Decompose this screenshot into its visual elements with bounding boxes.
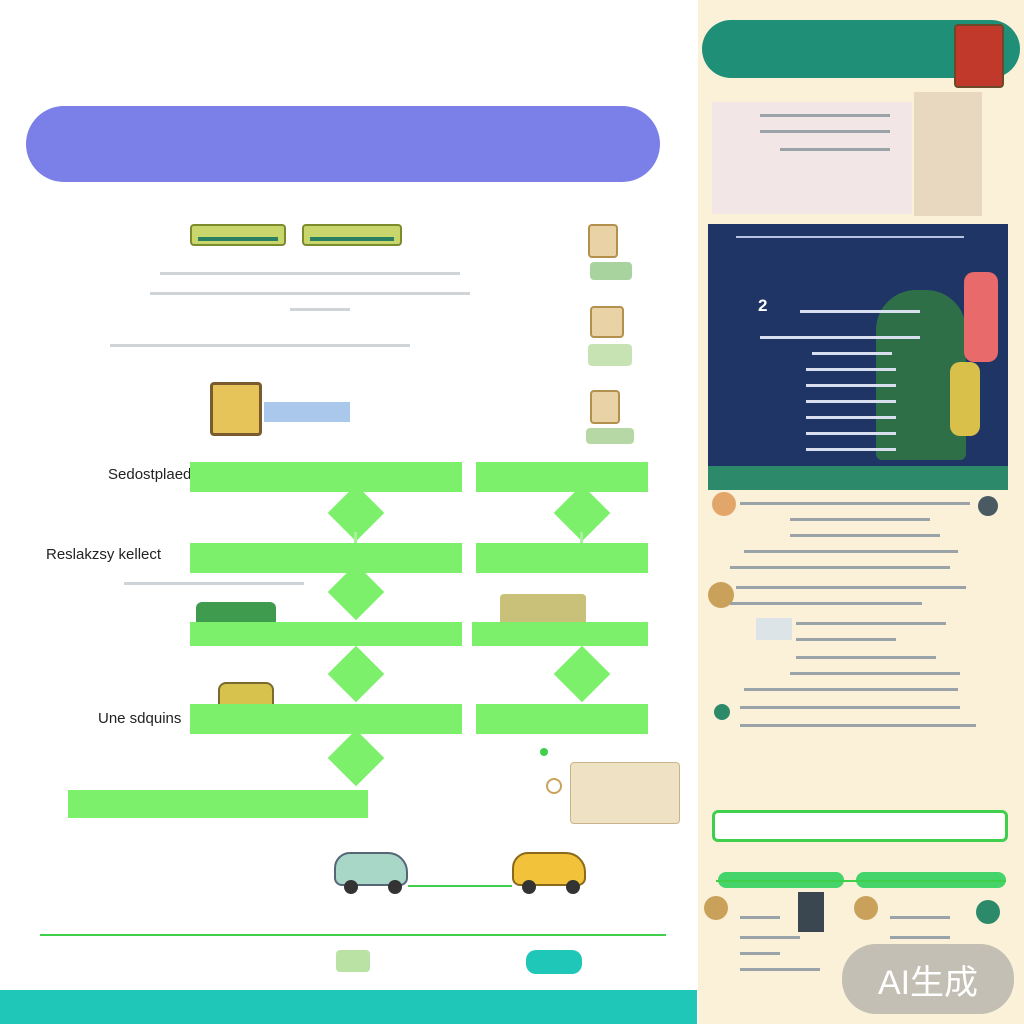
dot-marker [540,748,548,756]
flow-step-bar [190,704,462,734]
book-thumbnail [588,224,618,258]
flow-step-bar [476,704,648,734]
bookshelf-illustration [954,24,1004,88]
avatar-icon [704,896,728,920]
text-placeholder-line [790,518,930,521]
flow-step-label: Une sdquins [98,710,182,727]
leaf-icon [336,950,370,972]
text-placeholder-line [796,656,936,659]
people-illustration [712,102,912,214]
wheel-icon [522,880,536,894]
flow-step-bar [476,543,648,573]
sidebar-cta-button[interactable] [712,810,1008,842]
text-placeholder-line [780,148,890,151]
text-placeholder-line [806,384,896,387]
window-illustration [210,382,262,436]
text-placeholder-line [744,688,958,691]
book-thumbnail [588,344,632,366]
text-placeholder-line [790,672,960,675]
text-placeholder-line [806,448,896,451]
sidebar-divider [716,880,1006,882]
flow-decision-diamond [553,645,611,703]
text-placeholder-line [760,114,890,117]
text-placeholder-line [740,706,960,709]
text-placeholder-line [736,586,966,589]
text-placeholder-line [806,368,896,371]
flow-step-label: Reslakzsy kellect [46,546,162,563]
final-step-bar [68,790,368,818]
wheel-icon [388,880,402,894]
flow-step-bar [472,622,648,646]
text-placeholder-line [740,968,820,971]
text-placeholder-line [740,952,780,955]
text-placeholder-line [806,432,896,435]
text-placeholder-line [740,936,800,939]
book-thumbnail [586,428,634,444]
text-placeholder-line [740,724,976,727]
text-placeholder-line [760,130,890,133]
text-placeholder-line [740,916,780,919]
logo-mark [526,950,582,974]
shop-illustration [914,92,982,216]
book-thumbnail [590,306,624,338]
avatar-icon [712,492,736,516]
text-placeholder-line [796,638,896,641]
tag-illustration-left [190,224,286,246]
text-placeholder-line [796,622,946,625]
tag-illustration-right [302,224,402,246]
text-placeholder-line [110,344,410,347]
text-placeholder-line [800,310,920,313]
person-icon [798,892,824,932]
route-line [408,885,512,887]
flow-step-bar [190,462,462,492]
footer-bar [0,990,697,1024]
wheel-icon [344,880,358,894]
text-placeholder-line [124,582,304,585]
document-thumbnail [570,762,680,824]
ring-marker [546,778,562,794]
flow-step-bar [476,462,648,492]
pin-icon [978,496,998,516]
text-placeholder-line [730,602,922,605]
leaf-icon [714,704,730,720]
text-placeholder-line [740,502,970,505]
panel-breadcrumb-line [736,236,964,238]
flow-decision-diamond [327,645,385,703]
bottom-divider [40,934,666,936]
globe-icon [976,900,1000,924]
text-placeholder-line [760,336,920,339]
text-placeholder-line [150,292,470,295]
screen-icon [756,618,792,640]
ai-generated-badge-text: AI生成 [877,963,979,1002]
panel-number: 2 [758,296,768,315]
text-placeholder-line [890,916,950,919]
text-placeholder-line [730,566,950,569]
text-placeholder-line [790,534,940,537]
flow-connector [580,532,583,546]
headline-banner [26,106,660,182]
text-placeholder-line [290,308,350,311]
avatar-icon [708,582,734,608]
flow-step-bar [190,622,462,646]
desk-illustration [264,402,350,422]
book-thumbnail [590,390,620,424]
text-placeholder-line [806,416,896,419]
flow-step-bar [190,543,462,573]
text-placeholder-line [812,352,892,355]
person-illustration [964,272,998,362]
text-placeholder-line [806,400,896,403]
book-thumbnail [590,262,632,280]
avatar-icon [854,896,878,920]
text-placeholder-line [890,936,950,939]
child-illustration [950,362,980,436]
flow-connector [354,532,357,546]
text-placeholder-line [160,272,460,275]
panel-footer [708,466,1008,490]
wheel-icon [566,880,580,894]
flow-decision-diamond [327,729,385,787]
ai-generated-badge: AI生成 [842,944,1014,1014]
flow-step-label: Sedostplaed [108,466,192,483]
text-placeholder-line [744,550,958,553]
